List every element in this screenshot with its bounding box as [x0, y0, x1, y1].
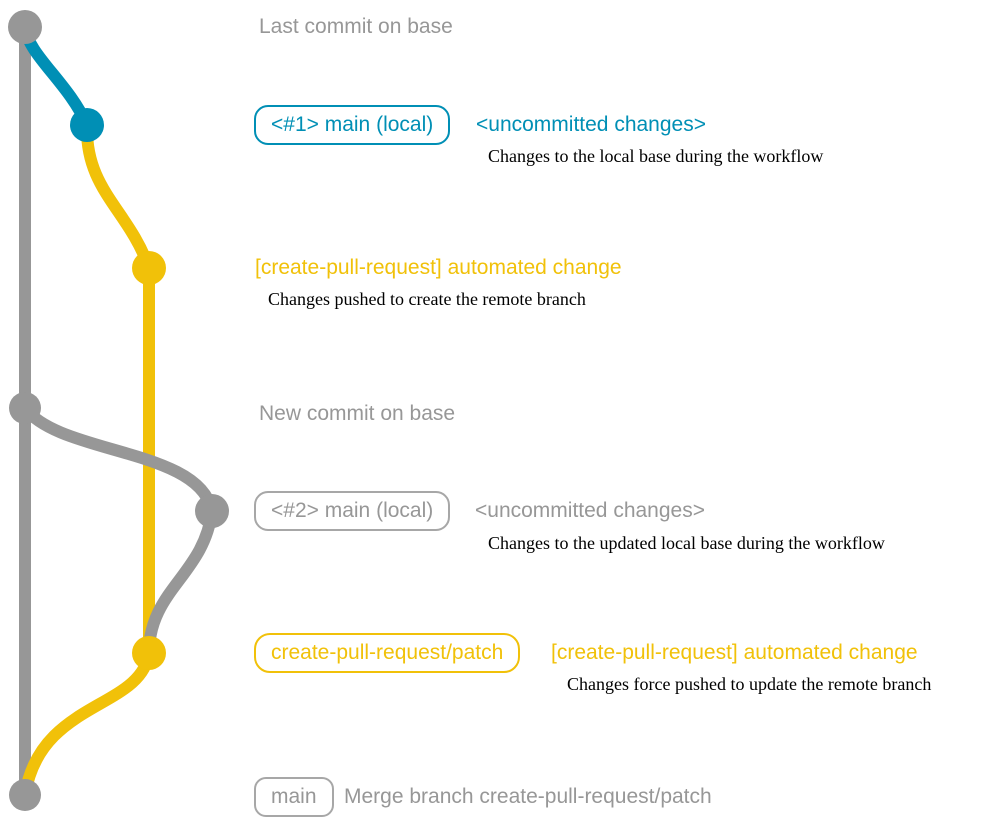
- commit-description-automated-1: Changes pushed to create the remote bran…: [268, 289, 586, 309]
- commit-dot-local-1: [70, 108, 104, 142]
- commit-dot-last-base: [8, 10, 42, 44]
- commit-dot-new-base: [9, 392, 41, 424]
- commit-dot-local-2: [195, 494, 229, 528]
- local-branch-curve: [19, 21, 93, 131]
- commit-description-automated-2: Changes force pushed to update the remot…: [567, 674, 932, 694]
- commit-title-merge: Merge branch create-pull-request/patch: [344, 785, 712, 808]
- branch-badge-patch: create-pull-request/patch: [254, 633, 521, 673]
- commit-title-automated-2: [create-pull-request] automated change: [551, 641, 918, 664]
- commit-title-uncommitted-2: <uncommitted changes>: [475, 499, 705, 522]
- commit-title-uncommitted-1: <uncommitted changes>: [476, 113, 706, 136]
- commit-description-uncommitted-1: Changes to the local base during the wor…: [488, 146, 824, 166]
- caption-last-commit: Last commit on base: [259, 15, 453, 38]
- commit-title-automated-1: [create-pull-request] automated change: [255, 256, 622, 279]
- commit-dot-merge: [9, 779, 41, 811]
- commit-dot-patch-1: [132, 251, 166, 285]
- commit-description-uncommitted-2: Changes to the updated local base during…: [488, 533, 885, 553]
- rebase-curve: [143, 505, 218, 659]
- commit-dot-patch-2: [132, 636, 166, 670]
- caption-new-commit: New commit on base: [259, 402, 456, 425]
- branch-badge-main-local-2: <#2> main (local): [254, 491, 451, 531]
- updated-local-branch-curve: [19, 402, 218, 517]
- branch-badge-main-local-1: <#1> main (local): [254, 105, 451, 145]
- branch-badge-main: main: [254, 777, 334, 817]
